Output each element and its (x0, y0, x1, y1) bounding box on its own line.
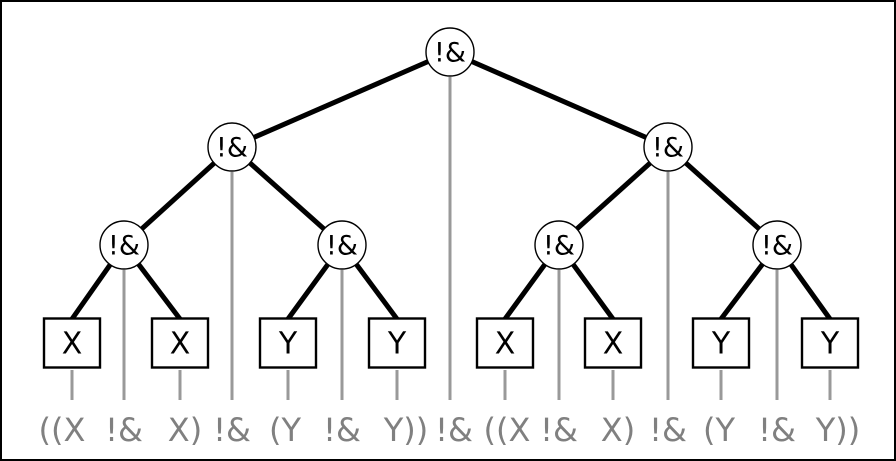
level3-node-0-shape[interactable] (99, 220, 149, 270)
leaf-node-6-label: Y (711, 327, 731, 362)
level3-node-1-shape[interactable] (317, 220, 367, 270)
level2-node-1-shape[interactable] (643, 122, 693, 172)
level3-node-1-label: !& (326, 231, 358, 262)
expression-token-14: Y)) (815, 411, 861, 449)
guide-lines-group (70, 77, 832, 400)
level3-node-2-label: !& (543, 231, 575, 262)
leaf-node-3-shape[interactable] (367, 317, 427, 369)
expression-token-7: !& (435, 411, 473, 449)
expression-token-11: !& (649, 411, 687, 449)
level2-node-0-shape[interactable] (207, 122, 257, 172)
expression-token-13: !& (758, 411, 796, 449)
expression-token-8: ((X (484, 411, 531, 449)
expression-token-3: !& (213, 411, 251, 449)
leaf-node-4-label: X (495, 327, 516, 362)
level3-node-2-shape[interactable] (534, 220, 584, 270)
expression-token-1: !& (105, 411, 143, 449)
leaf-node-5-label: X (603, 327, 624, 362)
level2-node-1-label: !& (652, 133, 684, 164)
leaf-node-7-shape[interactable] (800, 317, 860, 369)
level3-node-3-label: !& (761, 231, 793, 262)
expression-tokens-group: ((X!&X)!&(Y!&Y))!&((X!&X)!&(Y!&Y)) (39, 411, 861, 449)
leaf-node-0-shape[interactable] (42, 317, 102, 369)
leaf-node-5-shape[interactable] (583, 317, 643, 369)
expression-token-10: X) (601, 411, 635, 449)
leaf-node-1-shape[interactable] (150, 317, 210, 369)
leaf-node-7-label: Y (820, 327, 840, 362)
leaf-node-4-shape[interactable] (475, 317, 535, 369)
edge-root-to-level2-right (449, 49, 669, 150)
expression-token-6: Y)) (383, 411, 429, 449)
expression-token-2: X) (168, 411, 202, 449)
root-node-label: !& (434, 38, 466, 69)
level2-node-0-label: !& (216, 133, 248, 164)
level3-node-3-shape[interactable] (752, 220, 802, 270)
expression-token-4: (Y (269, 411, 301, 449)
expression-token-12: (Y (703, 411, 735, 449)
tree-nodes-group: !& !& !& !& !& !& !& X X Y Y X X Y Y (42, 27, 860, 369)
root-node-shape[interactable] (425, 27, 475, 77)
expression-token-0: ((X (39, 411, 86, 449)
level3-node-0-label: !& (108, 231, 140, 262)
leaf-node-0-label: X (62, 327, 83, 362)
expression-token-5: !& (323, 411, 361, 449)
leaf-node-3-label: Y (387, 327, 407, 362)
leaf-node-2-shape[interactable] (258, 317, 318, 369)
edge-root-to-level2-left (231, 49, 451, 150)
leaf-node-2-label: Y (278, 327, 298, 362)
leaf-node-6-shape[interactable] (691, 317, 751, 369)
leaf-node-1-label: X (170, 327, 191, 362)
expression-token-9: !& (540, 411, 578, 449)
